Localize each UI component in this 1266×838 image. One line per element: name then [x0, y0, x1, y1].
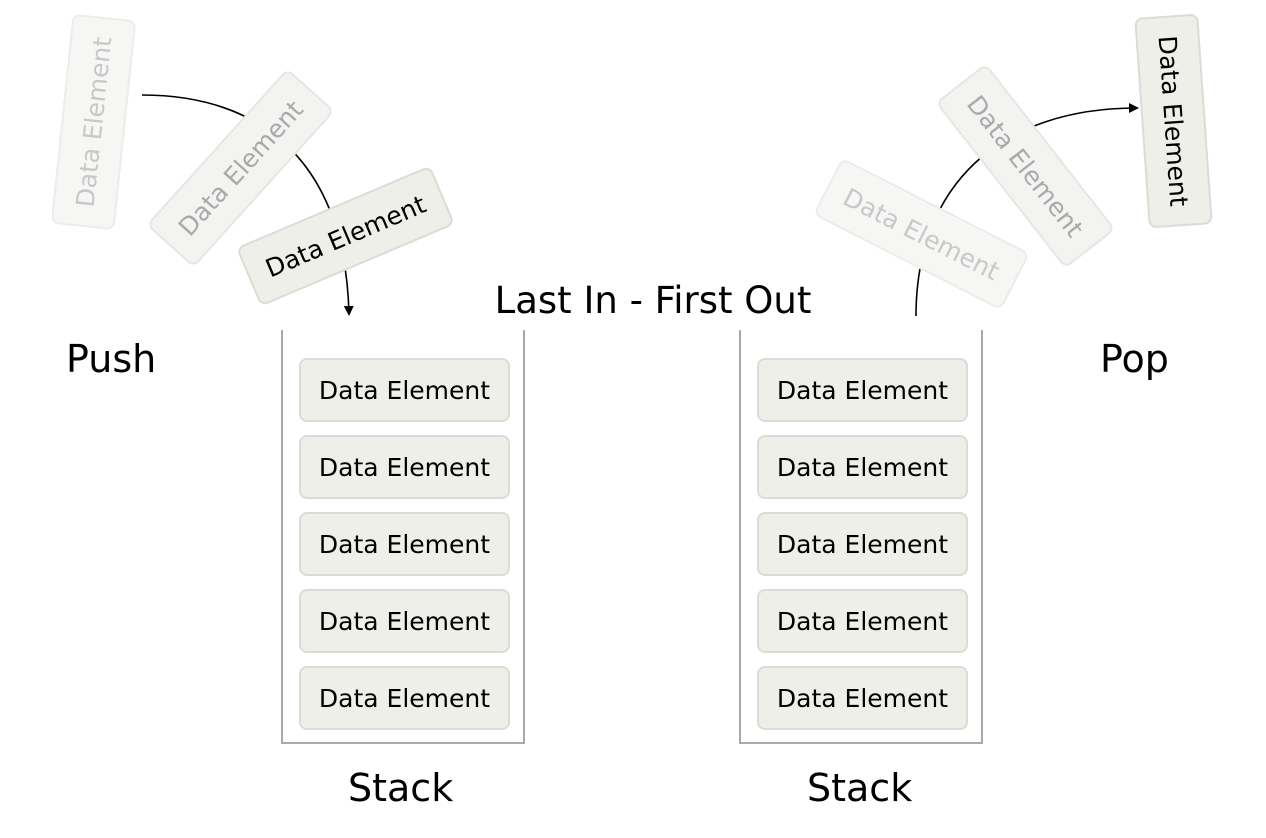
push-label: Push: [66, 337, 157, 381]
left-stack-element: Data Element: [299, 435, 510, 499]
right-stack-container: Data Element Data Element Data Element D…: [739, 330, 983, 744]
right-stack-element: Data Element: [757, 512, 968, 576]
right-stack-element: Data Element: [757, 435, 968, 499]
pop-label: Pop: [1100, 337, 1169, 381]
left-stack-element: Data Element: [299, 358, 510, 422]
diagram-title: Last In - First Out: [494, 279, 812, 322]
left-stack-element: Data Element: [299, 589, 510, 653]
right-stack-element: Data Element: [757, 358, 968, 422]
left-stack-container: Data Element Data Element Data Element D…: [281, 330, 525, 744]
right-stack-element: Data Element: [757, 589, 968, 653]
left-stack-label: Stack: [348, 766, 454, 810]
right-stack-element: Data Element: [757, 666, 968, 730]
left-stack-element: Data Element: [299, 666, 510, 730]
left-stack-element: Data Element: [299, 512, 510, 576]
right-stack-label: Stack: [807, 766, 913, 810]
